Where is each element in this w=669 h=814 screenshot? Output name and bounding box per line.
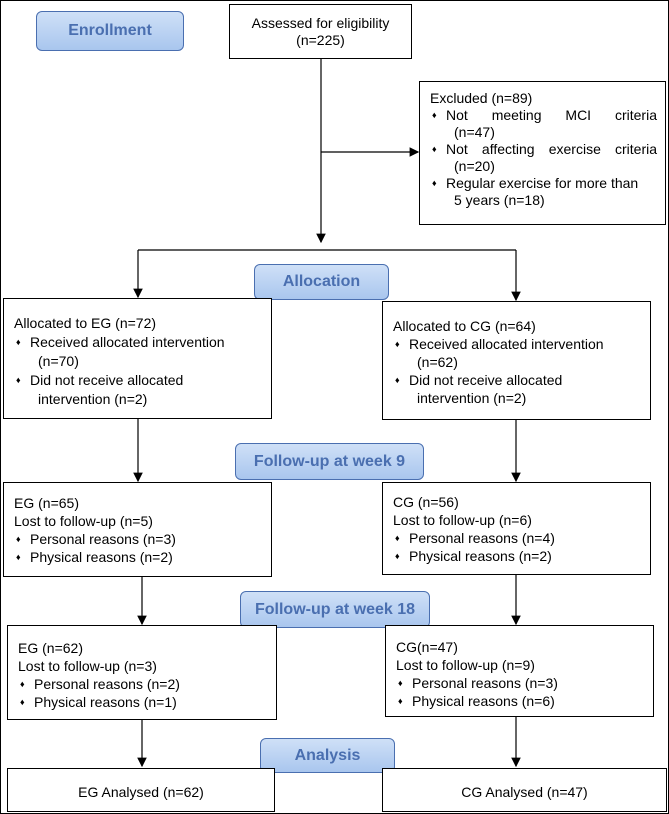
eg-week9-lost: Lost to follow-up (n=5): [14, 513, 153, 529]
eg-week18-physical-text: Physical reasons (n=1): [34, 694, 177, 710]
eg-week9-physical-text: Physical reasons (n=2): [30, 549, 173, 565]
eg-analysed-text: EG Analysed (n=62): [78, 784, 204, 800]
eg-week9-physical: Physical reasons (n=2): [14, 548, 265, 566]
eg-not-received-count: intervention (n=2): [38, 391, 148, 407]
cg-received: Received allocated intervention: [393, 335, 644, 353]
eg-not-received: Did not receive allocated: [14, 371, 265, 390]
excluded-item-3: Regular exercise for more than: [430, 175, 657, 192]
eg-week9-title: EG (n=65): [14, 495, 79, 511]
cg-week9-title: CG (n=56): [393, 494, 459, 510]
cg-week9-lost: Lost to follow-up (n=6): [393, 512, 532, 528]
cg-not-received-count: intervention (n=2): [417, 390, 527, 406]
cg-not-received-text: Did not receive allocated: [409, 372, 563, 388]
eg-analysed-box: EG Analysed (n=62): [7, 768, 275, 812]
cg-allocation-box: Allocated to CG (n=64) Received allocate…: [382, 301, 651, 420]
cg-week9-personal: Personal reasons (n=4): [393, 529, 644, 547]
eg-week18-personal-text: Personal reasons (n=2): [34, 676, 180, 692]
cg-analysed-text: CG Analysed (n=47): [461, 784, 588, 800]
eg-allocation-title: Allocated to EG (n=72): [14, 315, 157, 331]
eg-allocation-box: Allocated to EG (n=72) Received allocate…: [3, 298, 272, 419]
cg-analysed-box: CG Analysed (n=47): [382, 768, 667, 812]
excluded-item-3-text: Regular exercise for more than: [446, 175, 639, 191]
cg-week9-personal-text: Personal reasons (n=4): [409, 530, 555, 546]
excluded-title: Excluded (n=89): [430, 90, 533, 106]
cg-week18-personal: Personal reasons (n=3): [396, 674, 647, 692]
assessed-line2: (n=225): [296, 32, 345, 48]
stage-allocation: Allocation: [254, 264, 389, 300]
eg-received-count: (n=70): [38, 353, 79, 369]
eg-received-text: Received allocated intervention: [30, 334, 225, 350]
excluded-item-2: Not affecting exercise criteria: [430, 141, 657, 158]
stage-followup-week18-label: Follow-up at week 18: [254, 600, 416, 618]
cg-not-received: Did not receive allocated: [393, 371, 644, 389]
eg-not-received-text: Did not receive allocated: [30, 372, 184, 388]
cg-week18-physical: Physical reasons (n=6): [396, 692, 647, 710]
eg-week9-personal: Personal reasons (n=3): [14, 530, 265, 548]
eg-week18-title: EG (n=62): [18, 640, 83, 656]
eg-week18-physical: Physical reasons (n=1): [18, 693, 270, 711]
cg-week9-physical: Physical reasons (n=2): [393, 547, 644, 565]
excluded-box: Excluded (n=89) Not meeting MCI criteria…: [419, 81, 666, 225]
cg-week18-title: CG(n=47): [396, 639, 458, 655]
eg-week18-lost: Lost to follow-up (n=3): [18, 658, 157, 674]
stage-allocation-label: Allocation: [282, 273, 361, 290]
cg-week18-personal-text: Personal reasons (n=3): [412, 675, 558, 691]
stage-enrollment-label: Enrollment: [68, 22, 152, 39]
cg-week9-physical-text: Physical reasons (n=2): [409, 548, 552, 564]
cg-allocation-title: Allocated to CG (n=64): [393, 318, 536, 334]
eg-week9-personal-text: Personal reasons (n=3): [30, 531, 176, 547]
cg-week18-lost: Lost to follow-up (n=9): [396, 657, 535, 673]
cg-week18-box: CG(n=47) Lost to follow-up (n=9) Persona…: [385, 625, 654, 717]
cg-received-count: (n=62): [417, 354, 458, 370]
stage-analysis-label: Analysis: [294, 746, 361, 764]
excluded-item-2-count: (n=20): [454, 158, 495, 174]
eg-week9-box: EG (n=65) Lost to follow-up (n=5) Person…: [3, 482, 272, 577]
eg-week18-personal: Personal reasons (n=2): [18, 675, 270, 693]
eg-week18-box: EG (n=62) Lost to follow-up (n=3) Person…: [7, 625, 277, 720]
assessed-box: Assessed for eligibility (n=225): [229, 4, 412, 59]
eg-received: Received allocated intervention: [14, 333, 265, 352]
cg-week18-physical-text: Physical reasons (n=6): [412, 693, 555, 709]
excluded-item-3-count: 5 years (n=18): [454, 192, 545, 208]
excluded-item-1-count: (n=47): [454, 124, 495, 140]
assessed-line1: Assessed for eligibility: [251, 15, 390, 31]
stage-enrollment: Enrollment: [36, 11, 184, 51]
cg-week9-box: CG (n=56) Lost to follow-up (n=6) Person…: [382, 482, 651, 575]
excluded-item-1-text: Not meeting MCI criteria: [446, 107, 657, 123]
excluded-item-2-text: Not affecting exercise criteria: [446, 141, 657, 157]
stage-followup-week9: Follow-up at week 9: [235, 443, 424, 480]
stage-followup-week9-label: Follow-up at week 9: [253, 452, 406, 470]
stage-followup-week18: Follow-up at week 18: [240, 591, 430, 628]
cg-received-text: Received allocated intervention: [409, 336, 604, 352]
stage-analysis: Analysis: [260, 738, 395, 773]
excluded-item-1: Not meeting MCI criteria: [430, 107, 657, 124]
